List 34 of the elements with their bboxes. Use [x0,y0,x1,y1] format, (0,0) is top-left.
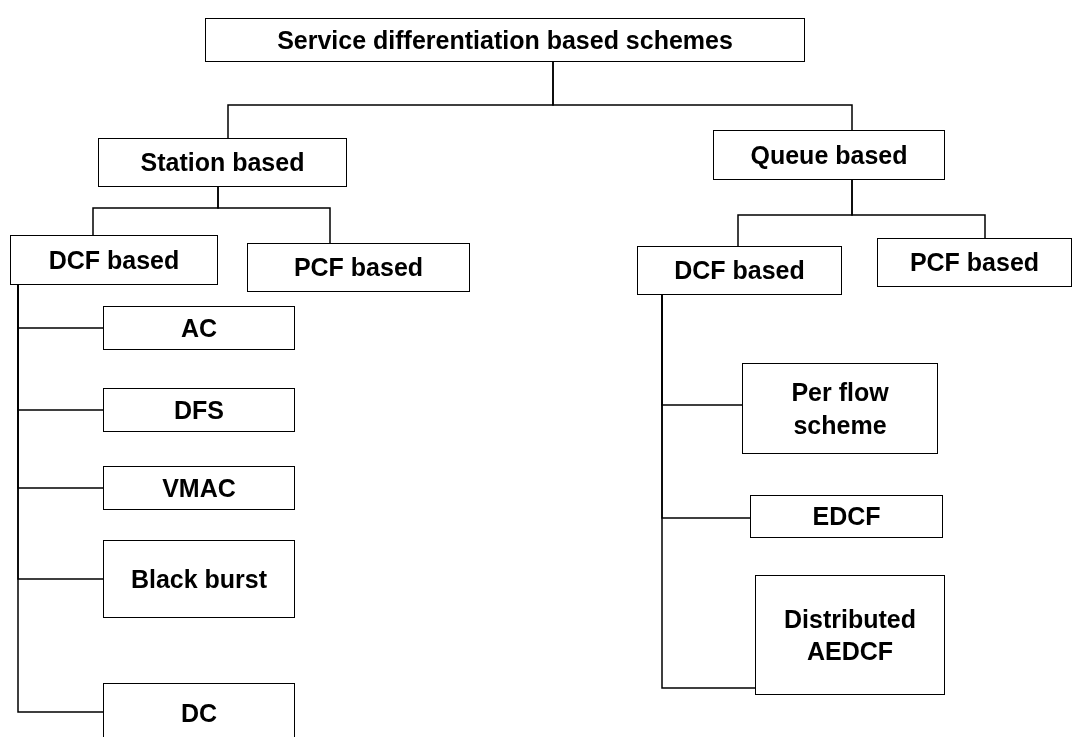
category-box [713,130,945,180]
category-label: DFS [174,394,224,426]
category-box [103,388,295,432]
connector-line [552,61,853,131]
connector-line [661,294,756,689]
category-box [637,246,842,295]
category-label: Service differentiation based schemes [277,24,733,56]
category-label: AC [180,312,218,344]
category-box [755,575,945,695]
category-label: Station based [140,147,305,179]
category-label: Queue based [750,139,908,171]
category-label: VMAC [162,472,236,504]
category-box [742,363,938,454]
category-box [103,683,295,737]
connector-line [851,179,986,239]
category-box [10,235,218,285]
category-label: PCF based [909,247,1040,279]
connector-line [217,186,331,244]
category-label: Black burst [130,563,268,595]
category-box [750,495,943,538]
category-box [877,238,1072,287]
category-box [247,243,470,292]
category-box [103,306,295,350]
category-label: PCF based [293,252,424,284]
category-box [98,138,347,187]
category-label: Per flow scheme [790,377,890,441]
category-box [205,18,805,62]
category-label: DCF based [674,255,805,287]
category-label: Distributed AEDCF [783,603,917,667]
category-box [103,466,295,510]
category-label: DC [180,697,218,729]
category-label: DCF based [48,244,180,276]
category-box [103,540,295,618]
category-label: EDCF [812,501,881,533]
